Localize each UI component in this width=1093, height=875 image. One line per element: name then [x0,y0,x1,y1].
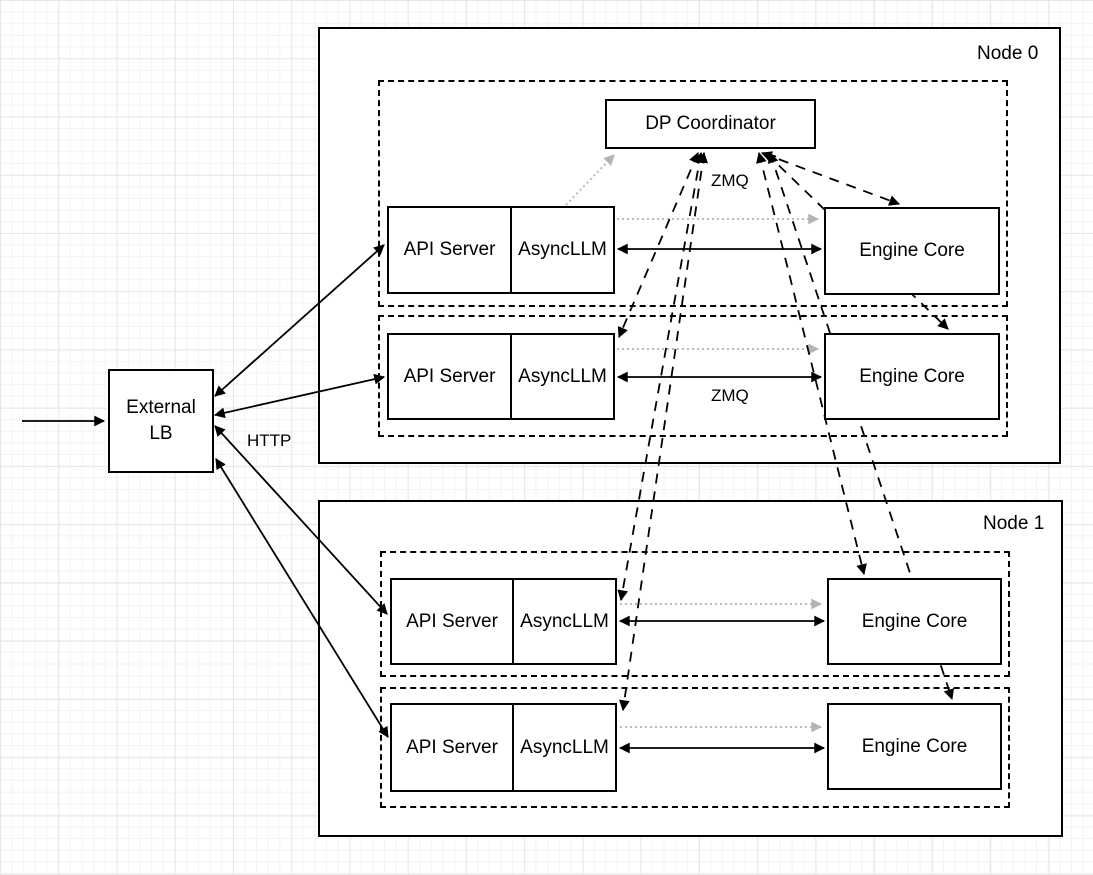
external-lb-label-line1: External [126,397,196,419]
api-server-cell: API Server [389,335,512,418]
edge-lb-api-n1r2 [215,458,389,738]
engine-core-label: Engine Core [861,735,968,757]
edge-lb-api-n0r2 [213,373,386,419]
engine-core-box-n1r1: Engine Core [827,578,1002,665]
node0-label: Node 0 [977,43,1039,64]
edge-lb-api-n0r1 [214,244,385,397]
external-lb-box: External LB [108,369,214,473]
edge-coord-engine-n0r1 [760,151,901,206]
engine-core-box-n0r1: Engine Core [824,207,1000,295]
edge-coord-engine-n1r2 [767,151,955,701]
edge-async-coordinator-dotted [565,154,615,206]
api-async-box-n1r1: API Server AsyncLLM [390,578,617,665]
node1-label: Node 1 [983,513,1045,534]
engine-core-label: Engine Core [861,610,968,632]
asyncllm-cell: AsyncLLM [514,705,615,790]
engine-core-box-n1r2: Engine Core [827,703,1002,790]
edge-coord-async-n0r2 [617,152,700,338]
zmq-label-row: ZMQ [711,386,749,405]
engine-core-box-n0r2: Engine Core [824,333,1000,420]
asyncllm-label: AsyncLLM [518,365,607,387]
api-server-cell: API Server [392,580,514,663]
external-lb-label-line2: LB [149,423,173,444]
api-async-box-n1r2: API Server AsyncLLM [390,703,617,792]
api-server-label: API Server [403,365,496,387]
api-server-label: API Server [406,610,498,632]
edge-coord-async-n1r2 [619,151,708,712]
api-server-cell: API Server [389,208,512,292]
api-async-box-n0r1: API Server AsyncLLM [387,206,615,294]
dp-coordinator-box: DP Coordinator [605,99,816,149]
asyncllm-label: AsyncLLM [520,610,609,632]
edge-lb-api-n1r1 [214,425,388,615]
asyncllm-cell: AsyncLLM [512,335,613,418]
api-async-box-n0r2: API Server AsyncLLM [387,333,615,420]
dp-coordinator-label: DP Coordinator [645,113,776,134]
asyncllm-cell: AsyncLLM [512,208,613,292]
asyncllm-label: AsyncLLM [518,239,607,260]
http-label: HTTP [247,431,292,450]
engine-core-label: Engine Core [859,240,965,261]
asyncllm-label: AsyncLLM [520,736,609,758]
engine-core-label: Engine Core [859,365,965,387]
api-server-label: API Server [406,736,498,758]
api-server-label: API Server [403,239,496,260]
zmq-label-coordinator: ZMQ [711,171,749,190]
api-server-cell: API Server [392,705,514,790]
asyncllm-cell: AsyncLLM [514,580,615,663]
